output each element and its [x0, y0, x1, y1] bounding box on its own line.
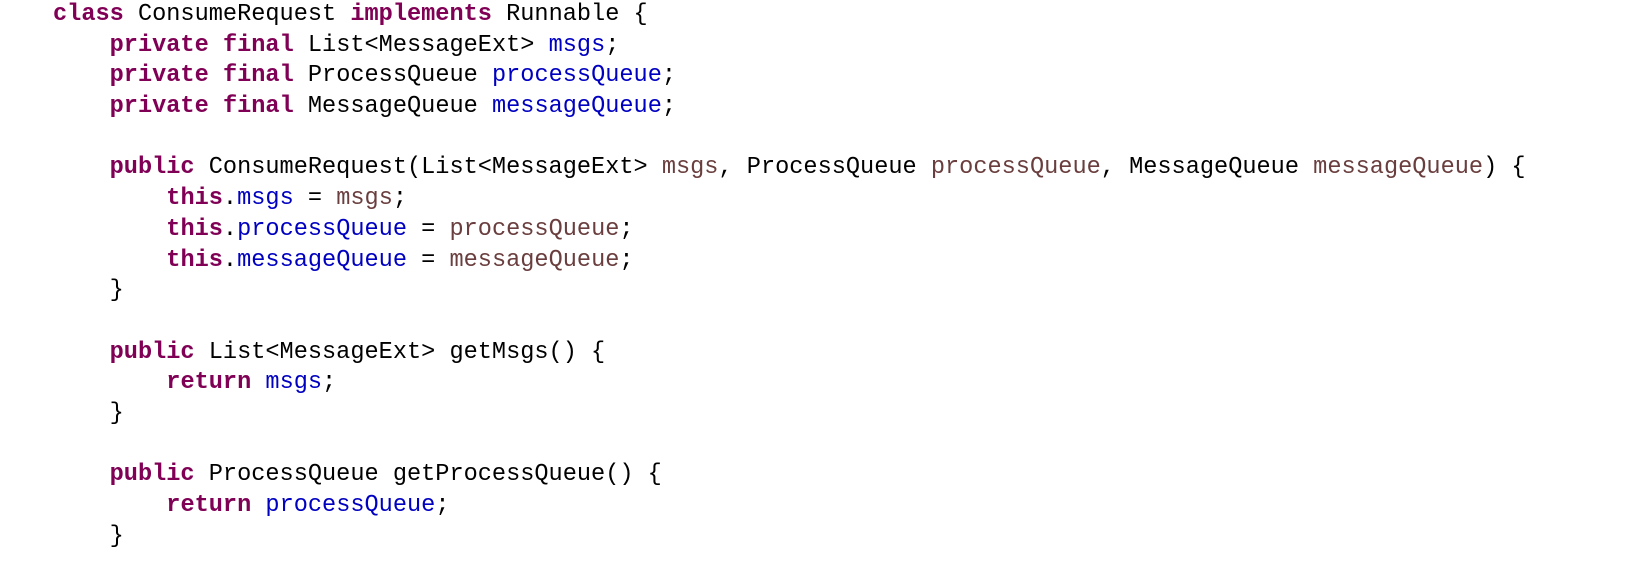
keyword-token: this	[166, 185, 223, 213]
keyword-token: private	[109, 31, 209, 59]
code-line: }	[53, 399, 1526, 430]
keyword-token: private	[109, 62, 209, 90]
keyword-token: private	[109, 93, 209, 121]
code-token: }	[53, 522, 124, 550]
parameter-token: processQueue	[449, 215, 620, 243]
code-line: return msgs;	[53, 368, 1526, 399]
keyword-token: this	[166, 215, 223, 243]
code-line: public List<MessageExt> getMsgs() {	[53, 338, 1526, 369]
keyword-token: public	[109, 154, 195, 182]
code-token: .	[222, 215, 238, 243]
code-line: private final ProcessQueue processQueue;	[53, 61, 1526, 92]
code-token: Runnable {	[491, 1, 648, 28]
code-line: private final MessageQueue messageQueue;	[53, 92, 1526, 123]
code-token: =	[407, 246, 450, 274]
code-line: public ProcessQueue getProcessQueue() {	[53, 460, 1526, 491]
code-token: =	[407, 215, 450, 243]
parameter-token: messageQueue	[1313, 154, 1484, 182]
code-line	[53, 123, 1526, 154]
keyword-token: public	[109, 461, 195, 489]
code-editor[interactable]: class ConsumeRequest implements Runnable…	[53, 0, 1526, 552]
field-token: messageQueue	[491, 93, 662, 121]
field-token: processQueue	[265, 492, 436, 519]
keyword-token: return	[166, 369, 252, 397]
code-token	[251, 492, 265, 519]
code-token: }	[53, 399, 124, 427]
code-token: MessageQueue	[293, 93, 492, 121]
keyword-token: final	[222, 31, 294, 59]
code-token	[209, 32, 223, 59]
code-line: class ConsumeRequest implements Runnable…	[53, 0, 1526, 31]
code-token	[53, 32, 110, 59]
code-token: ;	[661, 93, 677, 121]
keyword-token: public	[109, 338, 195, 366]
code-token: ;	[435, 492, 450, 519]
code-token: , MessageQueue	[1100, 154, 1314, 182]
code-token: ProcessQueue getProcessQueue() {	[194, 461, 662, 489]
code-line: private final List<MessageExt> msgs;	[53, 31, 1526, 62]
code-token: List<MessageExt> getMsgs() {	[194, 338, 606, 366]
code-line: this.messageQueue = messageQueue;	[53, 246, 1526, 277]
keyword-token: this	[166, 246, 223, 274]
code-token	[53, 339, 110, 366]
code-token	[53, 185, 166, 212]
keyword-token: class	[53, 1, 124, 28]
code-token: }	[53, 277, 124, 305]
code-line: }	[53, 522, 1526, 553]
keyword-token: return	[166, 492, 252, 519]
code-line: public ConsumeRequest(List<MessageExt> m…	[53, 153, 1526, 184]
parameter-token: processQueue	[930, 154, 1101, 182]
code-token: ;	[661, 62, 677, 90]
code-token: ;	[392, 185, 408, 213]
field-token: msgs	[548, 31, 606, 59]
code-token	[53, 93, 110, 120]
code-token	[209, 93, 223, 120]
code-token	[53, 154, 110, 181]
field-token: processQueue	[491, 62, 662, 90]
field-token: processQueue	[237, 215, 407, 243]
field-token: messageQueue	[237, 246, 407, 274]
code-line: this.msgs = msgs;	[53, 184, 1526, 215]
keyword-token: implements	[350, 1, 492, 28]
code-token: =	[293, 185, 337, 213]
parameter-token: msgs	[336, 185, 393, 213]
code-token: ;	[619, 246, 634, 274]
parameter-token: msgs	[661, 154, 719, 182]
field-token: msgs	[237, 185, 294, 213]
code-line	[53, 430, 1526, 461]
code-line: this.processQueue = processQueue;	[53, 215, 1526, 246]
code-token: ) {	[1483, 154, 1526, 182]
code-token: .	[222, 246, 238, 274]
code-token	[53, 247, 166, 274]
code-token: ConsumeRequest	[123, 1, 351, 28]
code-token	[53, 216, 166, 243]
code-token	[53, 62, 110, 89]
code-token: ConsumeRequest(List<MessageExt>	[194, 154, 662, 182]
keyword-token: final	[222, 93, 294, 121]
code-token: List<MessageExt>	[293, 31, 549, 59]
code-token	[209, 62, 223, 89]
code-line: return processQueue;	[53, 491, 1526, 522]
code-token	[53, 369, 166, 396]
code-line	[53, 307, 1526, 338]
code-token	[53, 492, 166, 519]
code-token: ;	[619, 215, 634, 243]
code-token: .	[222, 185, 238, 213]
code-token: ;	[322, 369, 337, 397]
code-line: }	[53, 276, 1526, 307]
code-token: , ProcessQueue	[718, 154, 931, 182]
keyword-token: final	[222, 62, 294, 90]
field-token: msgs	[265, 369, 323, 397]
code-token	[53, 461, 110, 488]
code-token: ;	[605, 31, 620, 59]
code-token: ProcessQueue	[293, 62, 492, 90]
code-token	[251, 369, 265, 396]
parameter-token: messageQueue	[449, 246, 620, 274]
